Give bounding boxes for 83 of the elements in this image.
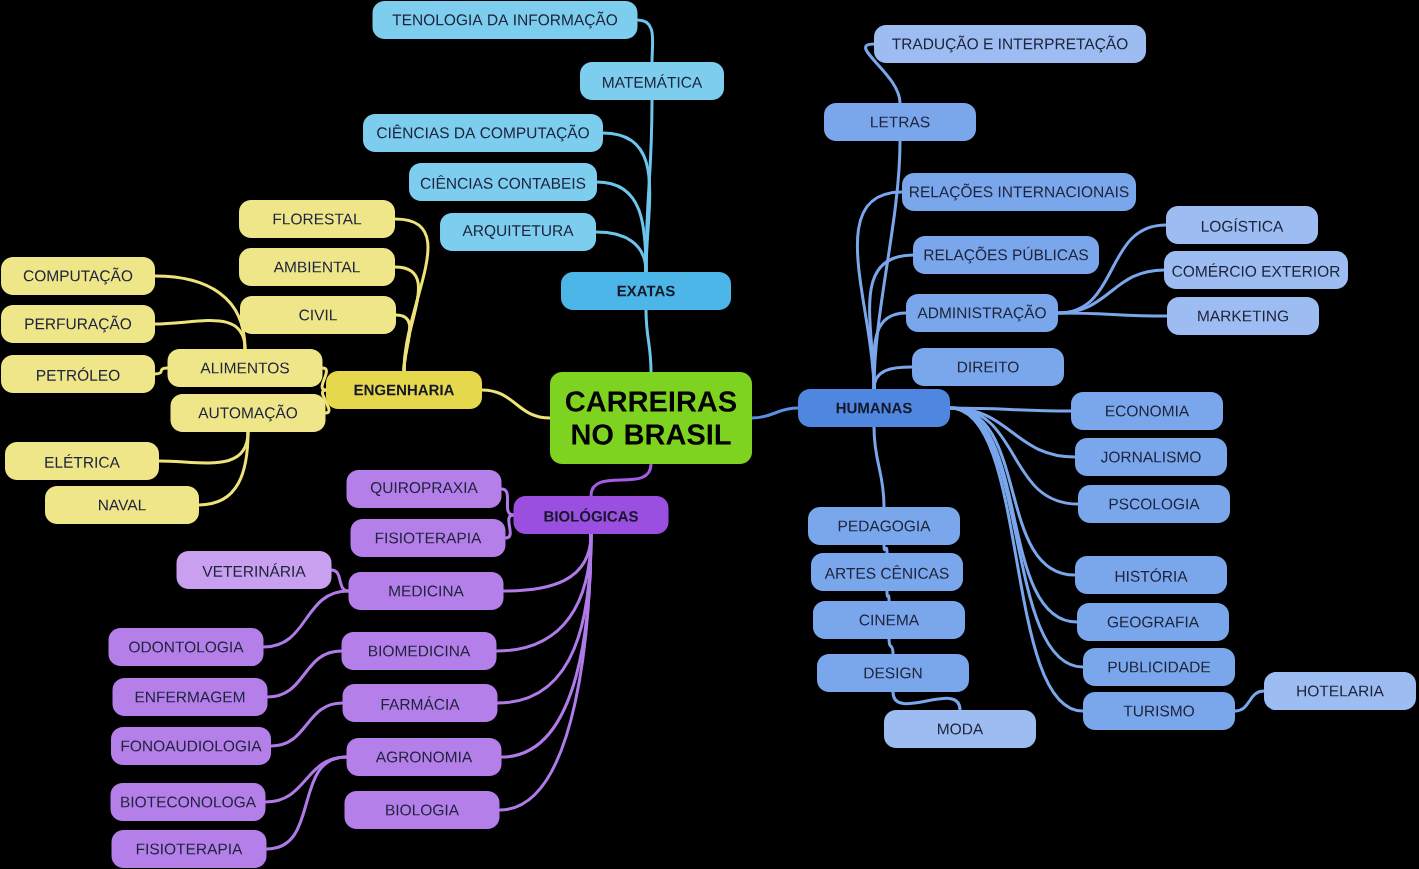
topic-box: HISTÓRIA (1075, 556, 1227, 594)
topic-box: FISIOTERAPIA (350, 519, 506, 557)
topic-box: CINEMA (813, 601, 965, 639)
topic-box: MATEMÁTICA (580, 62, 724, 100)
topic-box: ARTES CÊNICAS (811, 553, 963, 591)
connector (948, 406, 1073, 413)
topic-box: TENOLOGIA DA INFORMAÇÃO (372, 1, 638, 39)
topic-box: PUBLICIDADE (1083, 648, 1235, 686)
connector (1233, 689, 1266, 713)
topic-box: COMÉRCIO EXTERIOR (1164, 251, 1348, 289)
connector (153, 319, 247, 351)
connector (480, 388, 552, 420)
topic-box: ALIMENTOS (167, 349, 323, 387)
topic-box: VETERINÁRIA (176, 551, 332, 589)
connector (500, 487, 515, 517)
connector (197, 430, 250, 507)
connector (394, 313, 412, 373)
topic-box: QUIROPRAXIA (346, 470, 502, 508)
topic-box: AUTOMAÇÃO (170, 394, 326, 432)
topic-box: FLORESTAL (239, 200, 395, 238)
topic-box: ELÉTRICA (5, 442, 159, 480)
topic-box: PETRÓLEO (1, 355, 155, 393)
connector (891, 690, 962, 712)
connector (750, 406, 800, 420)
topic-box: NAVAL (45, 486, 199, 524)
topic-box: CIÊNCIAS CONTABEIS (409, 163, 597, 201)
topic-box: MODA (884, 710, 1036, 748)
topic-box: PERFURAÇÃO (1, 305, 155, 343)
topic-box: ARQUITETURA (440, 213, 596, 251)
branch-box: EXATAS (561, 272, 731, 310)
branch-box: HUMANAS (798, 389, 950, 427)
topic-box: MARKETING (1167, 297, 1319, 335)
topic-box: JORNALISMO (1075, 438, 1227, 476)
connector (872, 311, 908, 391)
topic-box: FISIOTERAPIA (111, 830, 267, 868)
topic-box: AMBIENTAL (239, 248, 395, 286)
topic-box: TRADUÇÃO E INTERPRETAÇÃO (874, 25, 1146, 63)
topic-box: TURISMO (1083, 692, 1235, 730)
connector (269, 701, 344, 748)
connector (265, 755, 348, 851)
connector (872, 425, 886, 509)
topic-box: HOTELARIA (1264, 672, 1416, 710)
connector (872, 365, 914, 391)
connector (1056, 311, 1169, 318)
connector (594, 230, 648, 274)
topic-box: BIOLOGIA (344, 791, 500, 829)
topic-box: BIOTECONOLOGA (110, 783, 266, 821)
topic-box: CIVIL (240, 296, 396, 334)
topic-box: AGRONOMIA (346, 738, 502, 776)
connector (504, 513, 515, 540)
branch-box: ENGENHARIA (326, 371, 482, 409)
topic-box: GEOGRAFIA (1077, 603, 1229, 641)
topic-box: PEDAGOGIA (808, 507, 960, 545)
connector (262, 589, 350, 649)
topic-box: RELAÇÕES INTERNACIONAIS (902, 173, 1136, 211)
topic-box: COMPUTAÇÃO (1, 257, 155, 295)
connector (887, 637, 895, 656)
topic-box: ENFERMAGEM (112, 678, 268, 716)
connector (498, 532, 593, 812)
branch-box: BIOLÓGICAS (513, 496, 669, 534)
connector (885, 589, 891, 603)
connector (330, 568, 350, 593)
topic-box: DESIGN (817, 654, 969, 692)
topic-box: PSCOLOGIA (1078, 485, 1230, 523)
central-topic: CARREIRAS NO BRASIL (550, 372, 752, 464)
topic-box: LETRAS (824, 103, 976, 141)
connector (644, 308, 653, 374)
topic-box: MEDICINA (348, 572, 504, 610)
topic-box: DIREITO (912, 348, 1064, 386)
topic-box: BIOMEDICINA (341, 632, 497, 670)
topic-box: FARMÁCIA (342, 684, 498, 722)
connector (864, 42, 902, 105)
topic-box: FONOAUDIOLOGIA (111, 727, 271, 765)
connector (266, 649, 343, 699)
topic-box: RELAÇÕES PÚBLICAS (913, 236, 1099, 274)
topic-box: ECONOMIA (1071, 392, 1223, 430)
connector (320, 366, 328, 392)
topic-box: LOGÍSTICA (1166, 206, 1318, 244)
connector (321, 388, 331, 415)
connector (153, 366, 169, 376)
topic-box: CIÊNCIAS DA COMPUTAÇÃO (363, 114, 603, 152)
topic-box: ADMINISTRAÇÃO (906, 294, 1058, 332)
topic-box: ODONTOLOGIA (108, 628, 264, 666)
